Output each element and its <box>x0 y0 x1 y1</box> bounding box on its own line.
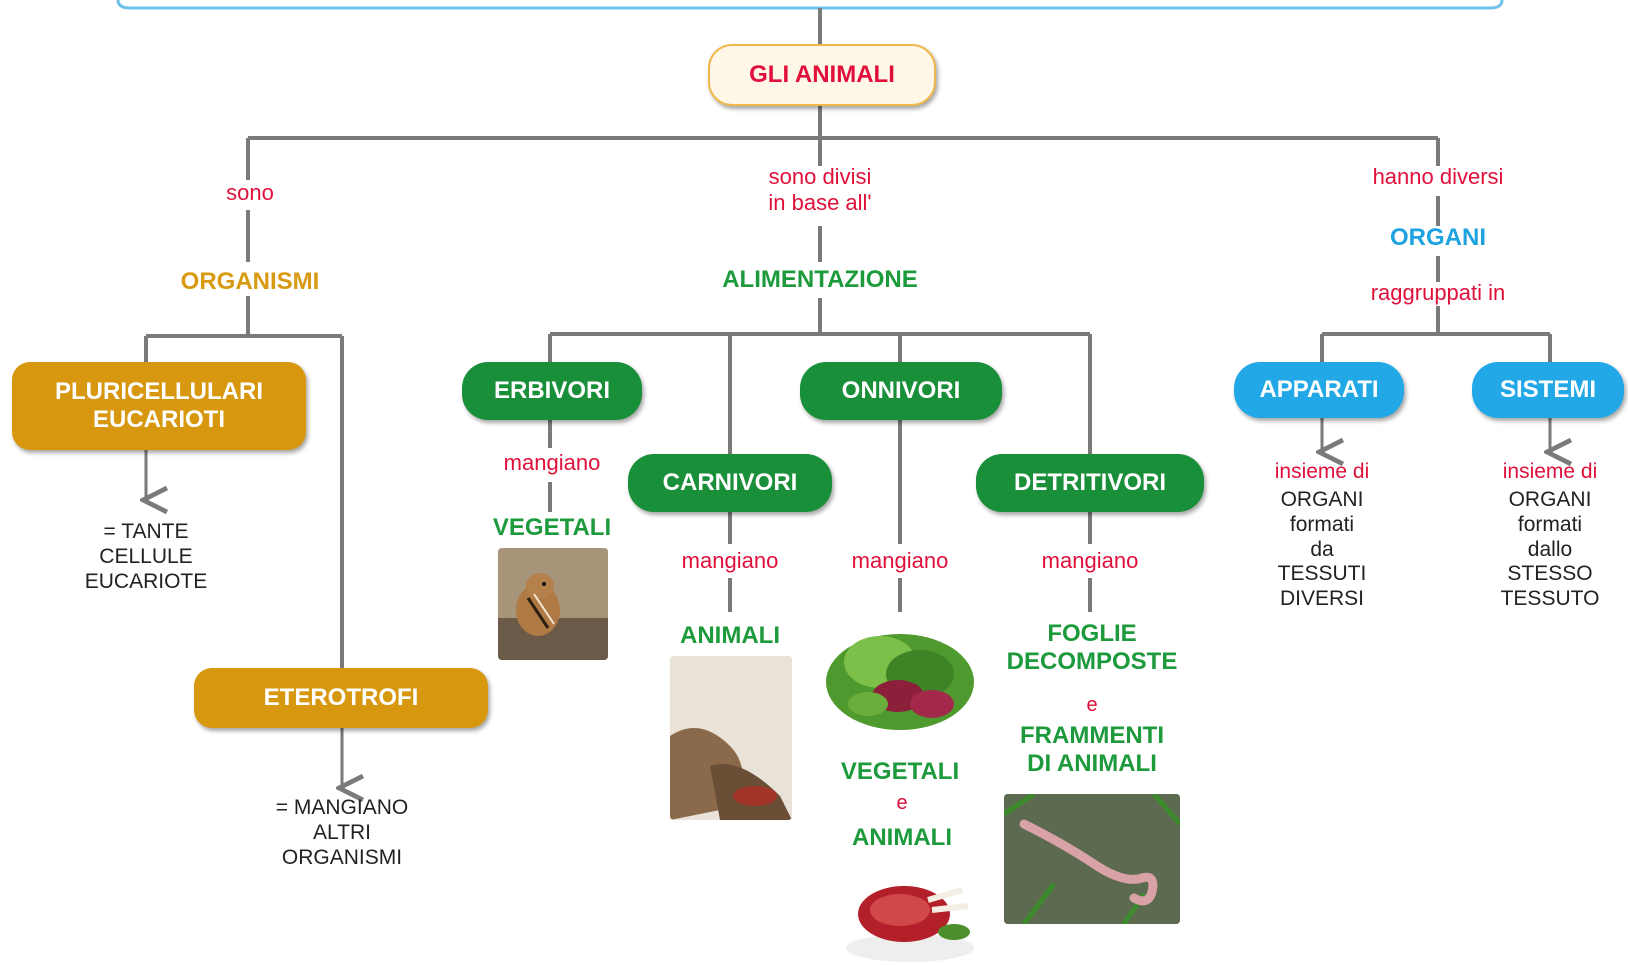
food-line: FRAMMENTI <box>1020 722 1164 749</box>
apparati-box: APPARATI <box>1234 362 1404 418</box>
onnivori-box: ONNIVORI <box>800 362 1002 420</box>
eterotrofi-label: ETEROTROFI <box>263 684 419 712</box>
desc-line: = TANTE <box>103 520 189 543</box>
desc-line: dallo <box>1527 537 1573 561</box>
carnivori-eat-label: mangiano <box>681 548 779 573</box>
link-line: in base all' <box>768 189 872 215</box>
food-line: FOGLIE <box>1047 620 1137 647</box>
desc-line: formati <box>1517 512 1583 536</box>
apparati-description: ORGANI formati da TESSUTI DIVERSI <box>1278 488 1367 612</box>
desc-line: ORGANI <box>1280 488 1364 511</box>
desc-line: ORGANISMI <box>281 845 403 869</box>
sistemi-label: SISTEMI <box>1499 376 1596 404</box>
desc-line: da <box>1310 537 1334 561</box>
middle-link-label: sono divisi in base all' <box>768 164 871 216</box>
apparati-lead: insieme di <box>1274 460 1370 483</box>
onnivori-food-vegetali: VEGETALI <box>840 758 960 785</box>
desc-line: EUCARIOTE <box>84 569 208 593</box>
carnivori-label: CARNIVORI <box>662 469 798 497</box>
erbivori-box: ERBIVORI <box>462 362 642 420</box>
organismi-concept: ORGANISMI <box>180 268 320 295</box>
desc-line: ALTRI <box>313 820 371 844</box>
detritivori-food-foglie: FOGLIE DECOMPOSTE <box>1007 620 1178 677</box>
desc-line: = MANGIANO <box>275 796 409 819</box>
pluricellulari-box: PLURICELLULARI EUCARIOTI <box>12 362 306 450</box>
detritivori-and: e <box>1086 694 1098 716</box>
detritivori-food-frammenti: FRAMMENTI DI ANIMALI <box>1020 722 1164 779</box>
onnivori-and: e <box>896 792 908 814</box>
desc-line: TESSUTI <box>1277 562 1367 586</box>
desc-line: DIVERSI <box>1279 587 1365 611</box>
eterotrofi-box: ETEROTROFI <box>194 668 488 728</box>
erbivori-label: ERBIVORI <box>493 377 610 405</box>
eucarioti-label: EUCARIOTI <box>92 406 225 433</box>
desc-line: STESSO <box>1507 562 1593 586</box>
sistemi-box: SISTEMI <box>1472 362 1624 418</box>
right-link2-label: raggruppati in <box>1370 280 1506 305</box>
desc-line: CELLULE <box>99 544 193 568</box>
sistemi-description: ORGANI formati dallo STESSO TESSUTO <box>1501 488 1600 612</box>
desc-line: TESSUTO <box>1500 587 1600 611</box>
wolf-photo <box>670 656 792 820</box>
erbivori-food: VEGETALI <box>492 514 612 541</box>
meat-photo <box>842 860 978 966</box>
worm-photo <box>1004 794 1180 924</box>
eterotrofi-description: = MANGIANO ALTRI ORGANISMI <box>276 796 408 870</box>
pluricellulari-label: PLURICELLULARI <box>55 378 263 406</box>
sistemi-lead: insieme di <box>1502 460 1598 483</box>
erbivori-eat-label: mangiano <box>503 450 601 475</box>
food-line: DI ANIMALI <box>1027 750 1157 778</box>
alimentazione-concept: ALIMENTAZIONE <box>722 266 918 293</box>
onnivori-eat-label: mangiano <box>851 548 949 573</box>
salad-photo <box>820 612 980 744</box>
right-link-label: hanno diversi <box>1372 164 1504 189</box>
food-line: DECOMPOSTE <box>1006 648 1178 676</box>
onnivori-label: ONNIVORI <box>841 377 961 405</box>
pluricellulari-description: = TANTE CELLULE EUCARIOTE <box>85 520 208 594</box>
root-label: GLI ANIMALI <box>749 61 895 89</box>
link-line: sono divisi <box>768 164 872 189</box>
desc-line: formati <box>1289 512 1355 536</box>
desc-line: ORGANI <box>1508 488 1592 511</box>
apparati-label: APPARATI <box>1259 376 1379 404</box>
detritivori-eat-label: mangiano <box>1041 548 1139 573</box>
detritivori-label: DETRITIVORI <box>1013 469 1166 497</box>
carnivori-box: CARNIVORI <box>628 454 832 512</box>
chipmunk-photo <box>498 548 608 660</box>
detritivori-box: DETRITIVORI <box>976 454 1204 512</box>
organi-concept: ORGANI <box>1390 224 1486 251</box>
carnivori-food: ANIMALI <box>680 622 780 649</box>
onnivori-food-animali: ANIMALI <box>852 824 952 851</box>
root-node: GLI ANIMALI <box>708 44 936 106</box>
left-link-label: sono <box>226 180 274 205</box>
